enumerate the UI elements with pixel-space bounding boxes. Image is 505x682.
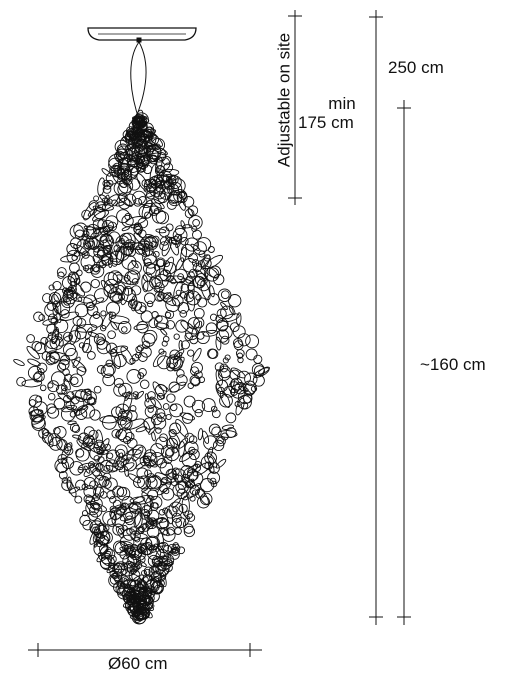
- adjustable-label: Adjustable on site: [274, 32, 294, 168]
- suspension-cable-icon: [130, 37, 147, 123]
- min-label: min: [328, 94, 356, 113]
- dimension-total-height-line: [369, 10, 383, 625]
- diameter-label: Ø60 cm: [108, 654, 168, 673]
- dimension-adjustable-line: [288, 10, 302, 205]
- pendant-lamp-icon: [13, 109, 270, 625]
- dimension-body-height-line: [397, 100, 411, 625]
- total-height-label: 250 cm: [388, 58, 444, 77]
- dimension-diameter-line: [28, 643, 262, 657]
- ceiling-canopy-icon: [87, 27, 197, 41]
- min-value-label: 175 cm: [298, 113, 354, 132]
- body-height-label: ~160 cm: [420, 355, 486, 374]
